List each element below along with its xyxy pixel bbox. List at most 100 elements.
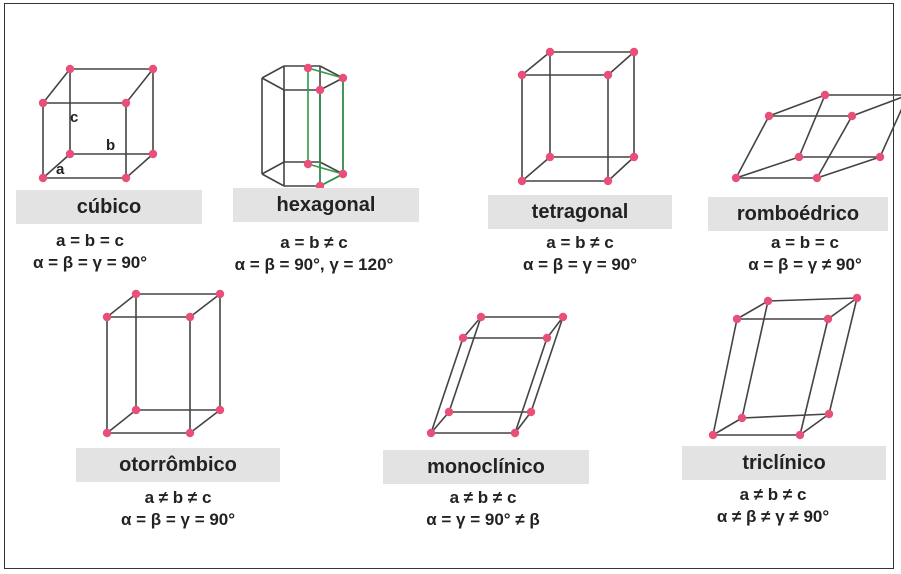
cubic-label: cúbico [16, 190, 202, 224]
cubic-cell-atom [148, 149, 158, 159]
rhombohedral-cell-edge [851, 96, 901, 117]
rhombohedral-cell-atom [847, 111, 857, 121]
hexagonal-cell-atom [338, 73, 348, 83]
monoclinic-cell-edge [530, 316, 564, 413]
edge-label-b: b [106, 137, 115, 154]
triclinic-cell-edge [736, 300, 769, 320]
monoclinic-cell-edge [448, 316, 482, 413]
cubic-cell-edge [42, 153, 71, 179]
monoclinic-cell-edge [430, 411, 450, 434]
monoclinic-cell-atom [510, 428, 520, 438]
triclinic-cell-atom [737, 413, 747, 423]
orthorhombic-cell-atom [185, 312, 195, 322]
tetragonal-cell-atom [603, 70, 613, 80]
triclinic-cell-atom [763, 296, 773, 306]
monoclinic-cell-atom [426, 428, 436, 438]
monoclinic-cell-edge [514, 411, 532, 434]
triclinic-cell-atom [824, 409, 834, 419]
hexagonal-formula-1: a = b ≠ c [280, 233, 348, 252]
orthorhombic-cell-edge [189, 409, 221, 434]
rhombohedral-cell-edge [879, 108, 901, 158]
orthorhombic-label: otorrômbico [76, 448, 280, 482]
tetragonal-cell-edge [521, 51, 551, 76]
cubic-cell-atom [121, 98, 131, 108]
tetragonal-cell-atom [629, 152, 639, 162]
monoclinic-cell-atom [444, 407, 454, 417]
triclinic-label: triclínico [682, 446, 886, 480]
tetragonal-cell-atom [517, 176, 527, 186]
triclinic-formula-2: α ≠ β ≠ γ ≠ 90° [716, 507, 830, 526]
monoclinic-formula-2: α = γ = 90° ≠ β [426, 510, 540, 529]
rhombohedral-cell-atom [731, 173, 741, 183]
orthorhombic-formula-1: a ≠ b ≠ c [144, 488, 212, 507]
tetragonal-formula-1: a = b ≠ c [546, 233, 614, 252]
tetragonal-cell-atom [517, 70, 527, 80]
monoclinic-cell-edge [462, 316, 482, 339]
cubic-formula-2: α = β = γ = 90° [32, 253, 148, 272]
tetragonal-label: tetragonal [488, 195, 672, 229]
cubic-cell-atom [65, 149, 75, 159]
rhombohedral-cell-atom [794, 152, 804, 162]
tetragonal-formula-2: α = β = γ = 90° [522, 255, 638, 274]
triclinic-cell-edge [712, 318, 738, 436]
triclinic-cell-edge [712, 417, 743, 436]
tetragonal-cell-edge [607, 51, 635, 76]
hexagonal-cell-atom [303, 63, 313, 73]
hexagonal-cell-edge [319, 65, 344, 79]
monoclinic-cell-atom [526, 407, 536, 417]
rhombohedral-label: romboédrico [708, 197, 888, 231]
edge-label-c: c [70, 109, 78, 126]
cubic-cell-edge [125, 153, 154, 179]
monoclinic-cell-edge [514, 337, 548, 434]
rhombohedral-cell-edge [768, 94, 826, 117]
rhombohedral-formula-1: a = b = c [770, 233, 840, 252]
hexagonal-cell-edge [261, 161, 285, 175]
tetragonal-cell-atom [545, 47, 555, 57]
hexagonal-cell-atom [315, 85, 325, 95]
triclinic-cell-atom [732, 314, 742, 324]
monoclinic-formula-1: a ≠ b ≠ c [449, 488, 517, 507]
triclinic-cell-atom [795, 430, 805, 440]
monoclinic-cell-atom [458, 333, 468, 343]
tetragonal-cell-edge [521, 156, 551, 182]
triclinic-cell-edge [741, 300, 769, 419]
orthorhombic-cell-atom [185, 428, 195, 438]
triclinic-cell-edge [828, 297, 858, 415]
triclinic-cell-atom [852, 293, 862, 303]
orthorhombic-cell-atom [215, 405, 225, 415]
orthorhombic-cell-edge [106, 293, 137, 318]
hexagonal-primitive-edge [307, 163, 344, 175]
orthorhombic-cell-atom [102, 312, 112, 322]
hexagonal-label: hexagonal [233, 188, 419, 222]
hexagonal-primitive-edge [307, 67, 344, 79]
rhombohedral-cell-atom [820, 90, 830, 100]
triclinic-cell-atom [823, 314, 833, 324]
rhombohedral-cell-atom [764, 111, 774, 121]
hexagonal-formula-2: α = β = 90°, γ = 120° [234, 255, 394, 274]
tetragonal-cell-edge [607, 156, 635, 182]
hexagonal-primitive-edge [319, 173, 344, 187]
hexagonal-cell-edge [261, 65, 285, 79]
rhombohedral-cell-edge [816, 115, 853, 179]
rhombohedral-formula-2: α = β = γ ≠ 90° [748, 255, 862, 274]
monoclinic-cell-edge [430, 337, 464, 434]
orthorhombic-cell-atom [131, 405, 141, 415]
rhombohedral-cell-atom [875, 152, 885, 162]
cubic-formula-1: a = b = c [55, 231, 125, 250]
triclinic-cell-edge [827, 297, 858, 320]
edge-label-a: a [56, 161, 65, 178]
orthorhombic-cell-atom [215, 289, 225, 299]
rhombohedral-cell-edge [735, 115, 770, 179]
orthorhombic-cell-edge [189, 293, 221, 318]
hexagonal-cell-edge [319, 77, 344, 91]
cubic-cell-atom [38, 98, 48, 108]
cubic-cell-edge [125, 68, 154, 104]
hexagonal-cell-edge [261, 77, 285, 91]
triclinic-cell-edge [767, 297, 858, 302]
cubic-cell-atom [65, 64, 75, 74]
triclinic-cell-edge [799, 413, 830, 436]
tetragonal-cell-atom [603, 176, 613, 186]
hexagonal-cell-atom [338, 169, 348, 179]
hexagonal-cell-atom [303, 159, 313, 169]
cubic-cell-atom [121, 173, 131, 183]
